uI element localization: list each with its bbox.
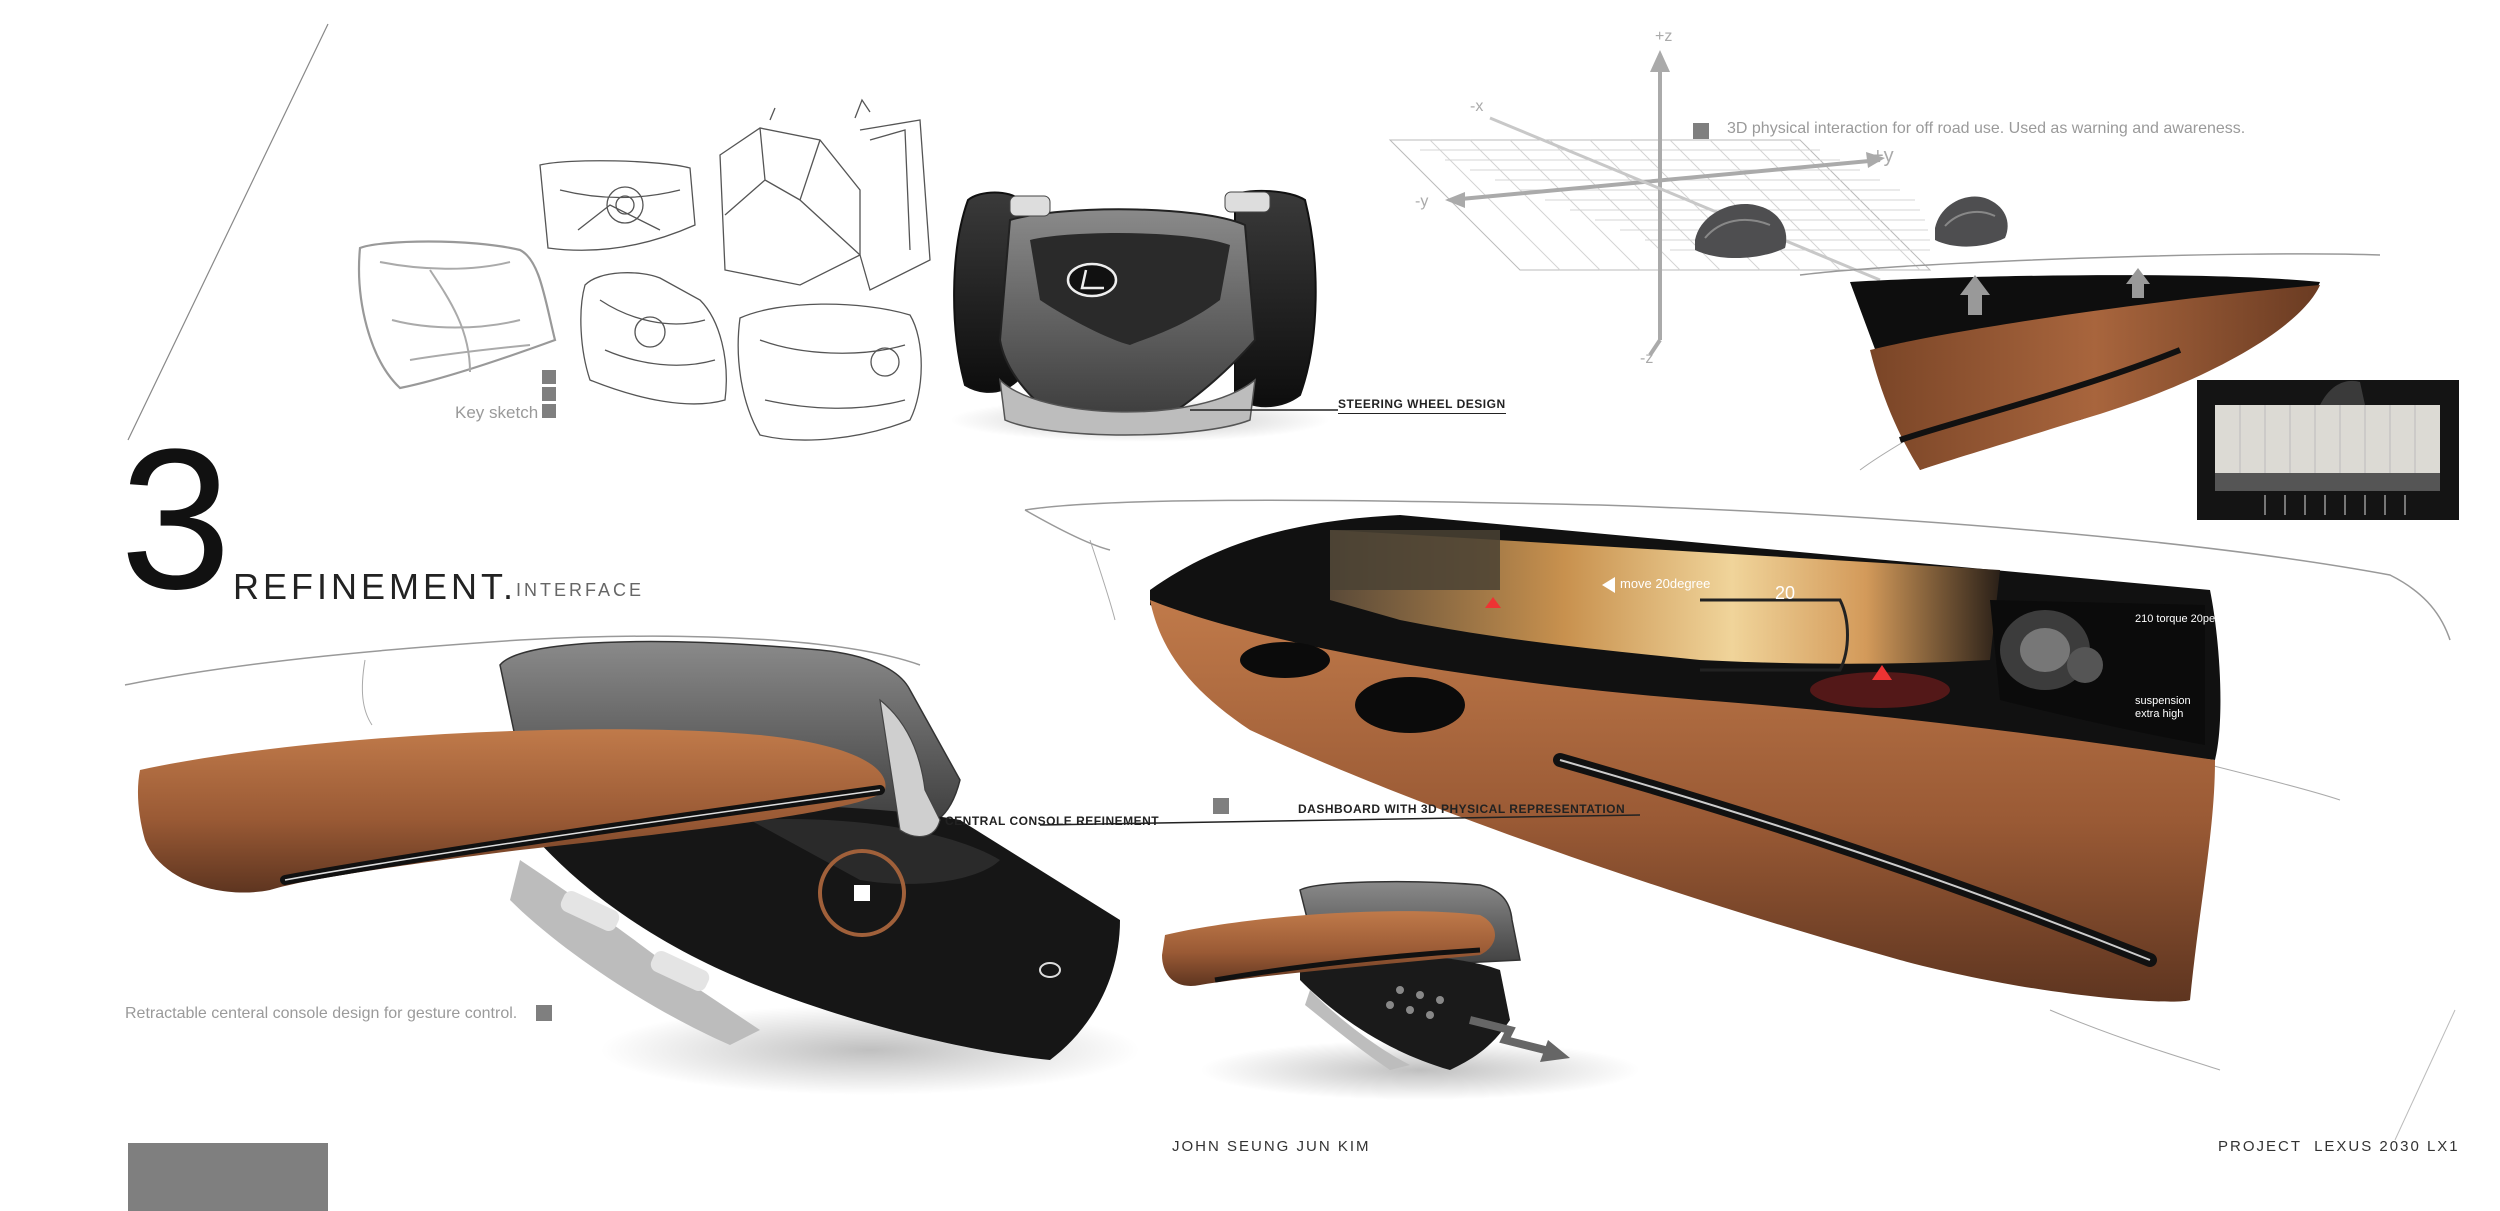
- screen-suspension-line1: suspension: [2135, 695, 2191, 707]
- diagonal-guide-line: [127, 23, 329, 441]
- diagonal-guide-line-right: [2394, 1009, 2456, 1141]
- key-sketch-label: Key sketch: [455, 403, 539, 422]
- physical-pins-photo: [2197, 380, 2459, 520]
- screen-angle-text: 20: [1775, 583, 1796, 603]
- marker-square: [536, 1005, 552, 1021]
- axis-label-py: +y: [1872, 145, 1894, 167]
- marker-square: [1213, 798, 1229, 814]
- axis-label-nz: -z: [1640, 350, 1654, 367]
- section-subtitle: INTERFACE: [516, 580, 645, 600]
- steering-wheel-caption: STEERING WHEEL DESIGN: [1338, 397, 1506, 414]
- retractable-caption: Retractable centeral console design for …: [125, 1005, 518, 1022]
- console-callout-line: [1039, 814, 1641, 826]
- footer-grey-block: [128, 1143, 328, 1211]
- small-console-render: [1162, 880, 1640, 1100]
- physical-interaction-caption: 3D physical interaction for off road use…: [1727, 120, 2246, 137]
- marker-square: [542, 387, 556, 401]
- central-console-render: [124, 635, 1140, 1095]
- screen-suspension-line2: extra high: [2135, 708, 2184, 720]
- designer-name: JOHN SEUNG JUN KIM: [1172, 1138, 1371, 1155]
- marker-square: [1693, 123, 1709, 139]
- central-console-caption: CENTRAL CONSOLE REFINEMENT: [945, 814, 1160, 828]
- marker-square: [542, 370, 556, 384]
- axis-grid-diagram: [1388, 50, 2008, 357]
- axis-label-ny: -y: [1415, 193, 1429, 210]
- project-name: PROJECT LEXUS 2030 LX1: [2218, 1138, 2460, 1155]
- main-dashboard-render: [1024, 499, 2451, 1071]
- key-sketches: [357, 98, 931, 441]
- section-number: 3: [120, 408, 232, 631]
- axis-label-nx: -x: [1470, 98, 1484, 115]
- dashboard-segment-render: [1799, 253, 2381, 471]
- screen-torque-text: 210 torque 20percent.: [2135, 613, 2243, 625]
- axis-label-pz: +z: [1655, 28, 1673, 45]
- dashboard-caption: DASHBOARD WITH 3D PHYSICAL REPRESENTATIO…: [1298, 802, 1626, 816]
- section-title: REFINEMENT.: [233, 566, 518, 607]
- marker-square: [542, 404, 556, 418]
- steering-wheel-render: [950, 189, 1330, 442]
- screen-move-text: move 20degree: [1620, 576, 1711, 591]
